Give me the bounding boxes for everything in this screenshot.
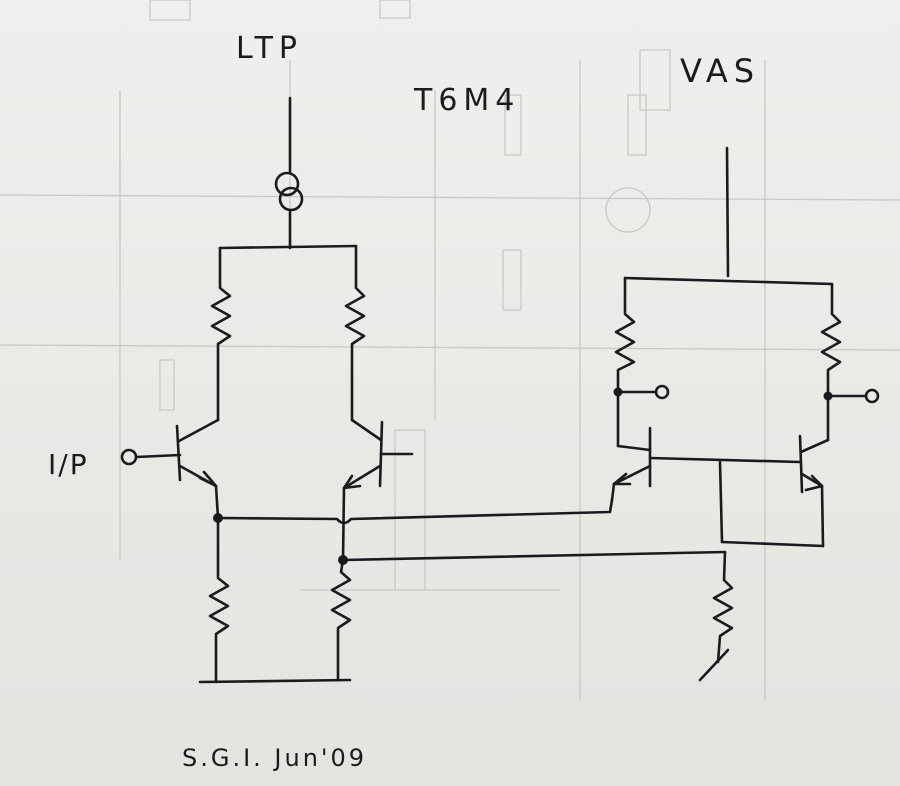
current-source	[274, 96, 304, 250]
vas-output-right	[823, 388, 880, 404]
resistor-vas-collector-left	[614, 276, 636, 448]
ground-stroke	[698, 648, 730, 682]
ltp-top-rail	[218, 244, 358, 250]
resistor-ltp-collector-right	[344, 244, 366, 422]
transistor-vas-left	[610, 426, 802, 502]
right-emitter-bus	[341, 550, 727, 562]
right-emitter-lead	[341, 486, 346, 562]
label-signature: S.G.I. Jun'09	[182, 744, 367, 772]
show-through-background	[0, 0, 900, 700]
label-code: T6M4	[413, 83, 520, 118]
vas-top-rail	[623, 276, 834, 286]
label-input: I/P	[48, 448, 89, 481]
resistor-vas-collector-right	[820, 282, 842, 442]
vas-base-link	[718, 460, 724, 544]
left-emitter-bus	[216, 498, 614, 525]
resistor-ltp-tail-right	[330, 558, 352, 682]
transistor-ltp-left	[175, 418, 220, 520]
ltp-bottom-rail	[198, 678, 352, 684]
vas-emitter-rail	[720, 540, 825, 548]
vas-output-left	[613, 384, 670, 400]
label-vas: VAS	[680, 52, 760, 90]
resistor-vas-emitter	[712, 550, 734, 664]
resistor-ltp-tail-left	[208, 516, 230, 684]
vas-supply-lead	[725, 146, 730, 278]
label-ltp: LTP	[236, 31, 303, 66]
transistor-vas-right	[798, 434, 830, 548]
resistor-ltp-collector-left	[210, 246, 232, 422]
input-terminal	[120, 448, 182, 466]
